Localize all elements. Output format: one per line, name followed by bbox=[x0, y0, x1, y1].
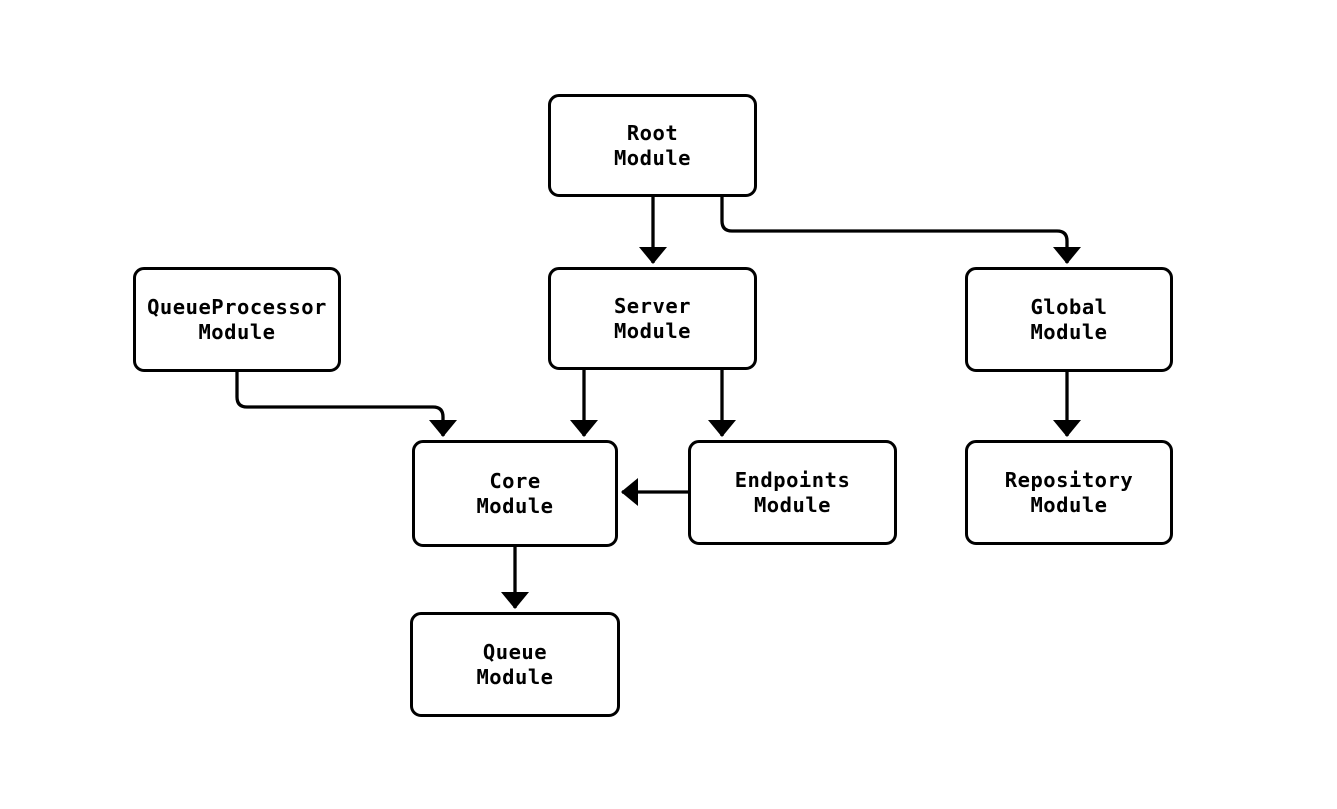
node-core-module: Core Module bbox=[412, 440, 618, 547]
node-root-module: Root Module bbox=[548, 94, 757, 197]
edge-queueprocessor-to-core bbox=[235, 372, 457, 437]
node-label-line2: Module bbox=[476, 664, 554, 689]
node-label-line2: Module bbox=[753, 492, 832, 517]
node-label-line2: Module bbox=[613, 318, 692, 343]
node-label-line1: QueueProcessor bbox=[147, 294, 327, 319]
node-server-module: Server Module bbox=[548, 267, 757, 370]
node-endpoints-module: Endpoints Module bbox=[688, 440, 897, 545]
node-label-line1: Endpoints bbox=[734, 467, 851, 492]
edge-root-to-global bbox=[720, 197, 1081, 264]
node-label-line1: Repository bbox=[1004, 467, 1134, 492]
node-label-line1: Queue bbox=[482, 639, 548, 664]
node-label-line1: Global bbox=[1030, 294, 1108, 319]
node-repository-module: Repository Module bbox=[965, 440, 1173, 545]
node-label-line2: Module bbox=[1030, 492, 1108, 517]
node-label-line2: Module bbox=[476, 493, 554, 518]
node-label-line1: Root bbox=[626, 120, 679, 145]
node-label-line1: Server bbox=[613, 293, 692, 318]
node-queue-module: Queue Module bbox=[410, 612, 620, 717]
node-label-line2: Module bbox=[198, 319, 276, 344]
node-global-module: Global Module bbox=[965, 267, 1173, 372]
node-queueprocessor-module: QueueProcessor Module bbox=[133, 267, 341, 372]
node-label-line1: Core bbox=[489, 468, 541, 493]
node-label-line2: Module bbox=[613, 145, 692, 170]
node-label-line2: Module bbox=[1030, 319, 1108, 344]
